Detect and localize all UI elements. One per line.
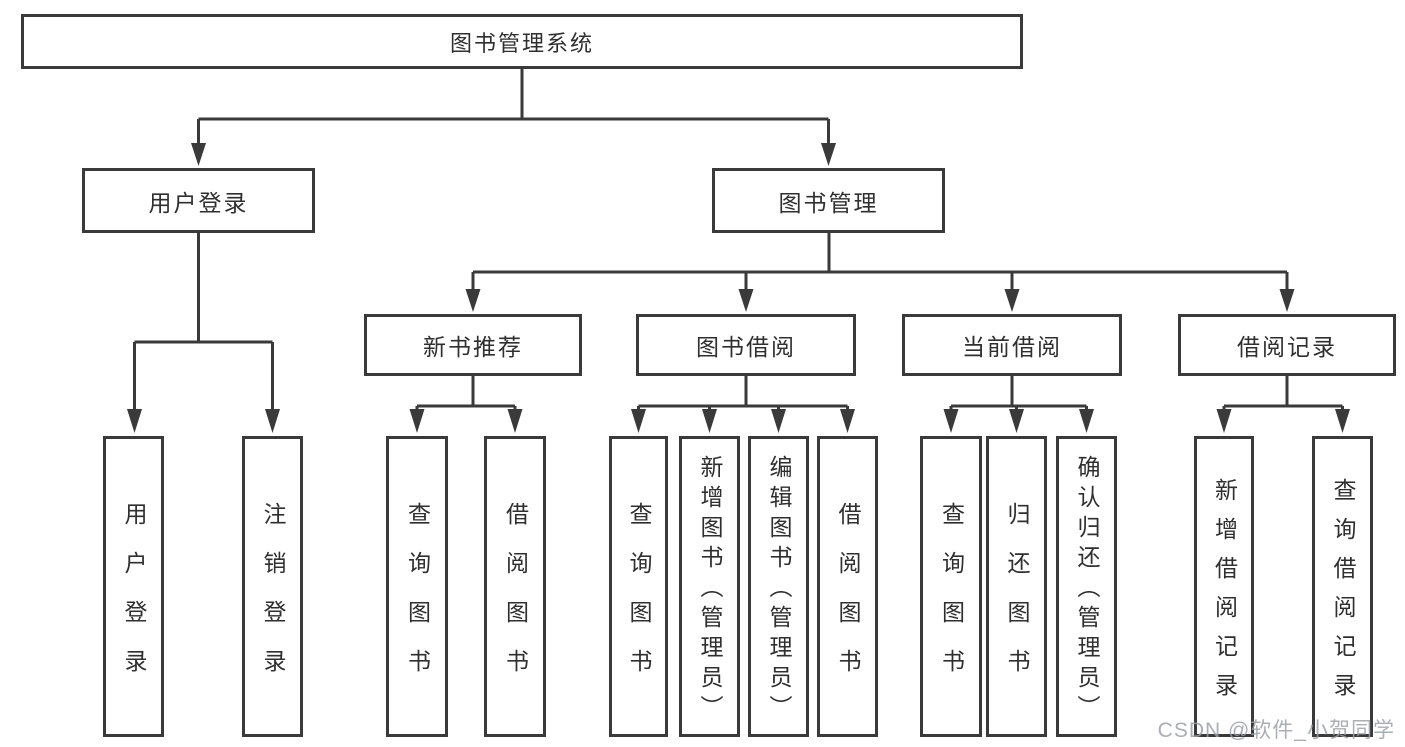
- leaf-cb-query-books: 查询图书: [920, 436, 982, 737]
- connector-borrow-record-branch: [1222, 376, 1344, 412]
- connector-root-to-level1: [197, 69, 830, 146]
- node-book-mgmt: 图书管理: [712, 168, 945, 233]
- connector-new-book-rec-branch: [415, 376, 517, 412]
- arrow-down-icon: [1079, 409, 1094, 433]
- node-current-borrow: 当前借阅: [902, 314, 1122, 376]
- node-user-login: 用户登录: [82, 168, 315, 233]
- arrow-down-icon: [1279, 289, 1295, 312]
- leaf-cb-return-books: 归还图书: [986, 436, 1047, 737]
- node-new-book-rec-label: 新书推荐: [423, 334, 523, 360]
- arrow-down-icon: [738, 289, 754, 312]
- arrow-down-icon: [840, 409, 855, 433]
- arrow-down-icon: [1004, 289, 1020, 312]
- leaf-logout: 注销登录: [242, 436, 303, 737]
- arrow-down-icon: [1335, 409, 1350, 433]
- node-root: 图书管理系统: [21, 14, 1023, 69]
- node-book-borrow: 图书借阅: [636, 314, 856, 376]
- leaf-bb-query-books-label: 查询图书: [626, 501, 652, 698]
- connector-current-borrow-branch: [949, 376, 1088, 412]
- arrow-down-icon: [702, 409, 717, 433]
- arrow-down-icon: [191, 143, 206, 166]
- leaf-logout-label: 注销登录: [260, 501, 286, 698]
- arrow-down-icon: [1216, 409, 1232, 433]
- node-user-login-label: 用户登录: [148, 189, 249, 216]
- connector-user-login-branch: [133, 233, 274, 412]
- arrow-down-icon: [943, 409, 959, 433]
- leaf-br-add-record: 新增借阅记录: [1194, 436, 1254, 737]
- arrow-down-icon: [821, 143, 836, 166]
- arrow-down-icon: [631, 409, 646, 433]
- leaf-rec-query-books-label: 查询图书: [404, 501, 431, 698]
- leaf-rec-query-books: 查询图书: [386, 436, 448, 737]
- arrow-down-icon: [409, 409, 425, 433]
- leaf-bb-edit-books-label: 编辑图书（管理员）: [766, 455, 792, 725]
- arrow-down-icon: [771, 409, 786, 433]
- node-new-book-rec: 新书推荐: [364, 314, 582, 376]
- leaf-br-query-record-label: 查询借阅记录: [1330, 477, 1356, 712]
- node-current-borrow-label: 当前借阅: [962, 334, 1062, 360]
- arrow-down-icon: [1009, 409, 1024, 433]
- leaf-rec-borrow-books: 借阅图书: [484, 436, 546, 737]
- leaf-cb-confirm-return-label: 确认归还（管理员）: [1074, 455, 1100, 725]
- leaf-br-query-record: 查询借阅记录: [1312, 436, 1373, 737]
- leaf-bb-borrow-books: 借阅图书: [817, 436, 878, 737]
- leaf-bb-add-books: 新增图书（管理员）: [679, 436, 740, 737]
- leaf-bb-borrow-books-label: 借阅图书: [835, 501, 861, 698]
- arrow-down-icon: [127, 409, 142, 433]
- leaf-cb-query-books-label: 查询图书: [938, 501, 965, 698]
- leaf-bb-query-books: 查询图书: [609, 436, 668, 737]
- leaf-bb-edit-books: 编辑图书（管理员）: [748, 436, 809, 737]
- leaf-bb-add-books-label: 新增图书（管理员）: [697, 455, 723, 725]
- connector-book-mgmt-branch: [471, 233, 1289, 291]
- arrow-down-icon: [265, 409, 280, 433]
- node-root-label: 图书管理系统: [449, 30, 594, 56]
- node-book-borrow-label: 图书借阅: [696, 334, 796, 360]
- node-borrow-record-label: 借阅记录: [1237, 334, 1337, 360]
- watermark: CSDN @软件_小贺同学: [1157, 719, 1395, 742]
- leaf-cb-confirm-return: 确认归还（管理员）: [1056, 436, 1117, 737]
- arrow-down-icon: [507, 409, 523, 433]
- leaf-cb-return-books-label: 归还图书: [1004, 501, 1030, 698]
- connector-book-borrow-branch: [637, 376, 849, 412]
- leaf-br-add-record-label: 新增借阅记录: [1211, 477, 1238, 712]
- arrow-down-icon: [465, 289, 481, 312]
- leaf-rec-borrow-books-label: 借阅图书: [502, 501, 529, 698]
- leaf-user-login-label: 用户登录: [121, 501, 147, 698]
- node-book-mgmt-label: 图书管理: [778, 189, 879, 216]
- node-borrow-record: 借阅记录: [1178, 314, 1396, 376]
- arrowheads: [127, 143, 1350, 433]
- leaf-user-login: 用户登录: [103, 436, 164, 737]
